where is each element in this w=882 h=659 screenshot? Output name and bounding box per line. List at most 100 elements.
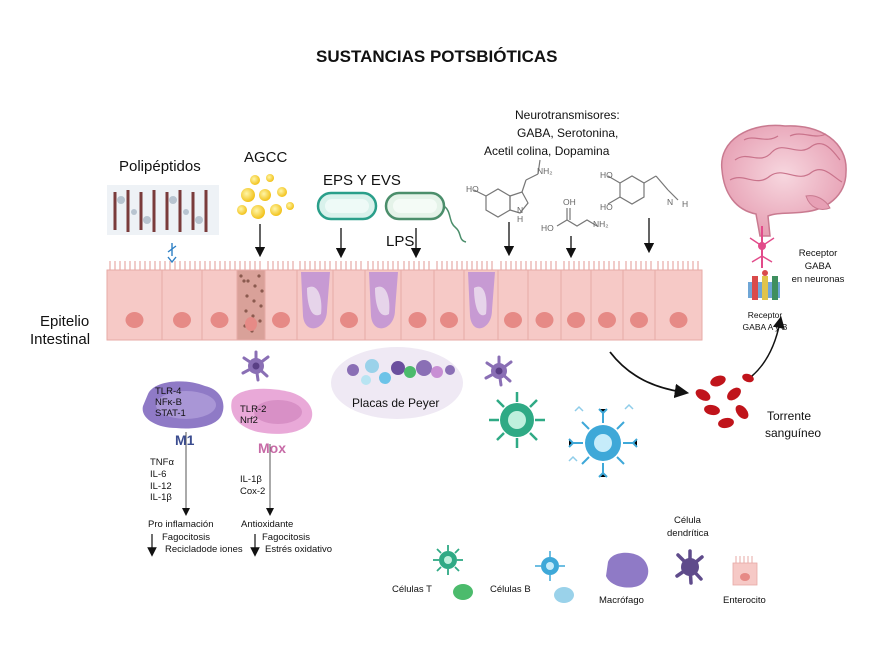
down-arrows (254, 218, 655, 259)
legend-macrophage-icon (606, 552, 649, 588)
label-intestinal: Intestinal (30, 331, 91, 348)
enterocyte-cell (433, 261, 465, 341)
enterocyte-cell (400, 261, 435, 341)
m1-cytokine-2: IL-6 (150, 469, 167, 480)
gaba-receptor-illustration (748, 270, 780, 300)
label-polipeptidos: Polipéptidos (119, 158, 201, 175)
label-agcc: AGCC (244, 149, 288, 166)
polypeptide-blocked-arrow (167, 243, 177, 264)
mox-name: Mox (258, 440, 286, 456)
label-eps-evs: EPS Y EVS (323, 172, 401, 189)
legend-dendritic-2: dendrítica (667, 528, 709, 539)
label-sanguineo: sanguíneo (765, 426, 822, 440)
label-neuro-1: Neurotransmisores: (515, 108, 620, 122)
bacteria-lps (384, 191, 467, 243)
m1-marker-2: NFκ-B (155, 397, 182, 408)
diagram-title: SUSTANCIAS POTSBIÓTICAS (316, 47, 558, 66)
legend-dendritic-1: Célula (674, 515, 701, 526)
legend-t-cell-icon (433, 545, 463, 575)
enterocyte-cell (654, 261, 703, 341)
label-receptor-ab-2: GABA A y B (742, 322, 788, 332)
legend-enterocyte-icon (732, 556, 758, 586)
epithelium-layer (106, 261, 703, 341)
enterocyte-cell (264, 261, 298, 341)
m1-marker-3: STAT-1 (155, 408, 186, 419)
label-receptor-ab-1: Receptor (747, 310, 783, 320)
goblet-cell (364, 261, 402, 341)
m1-effect-1: Pro inflamación (148, 519, 214, 530)
enterocyte-cell (622, 261, 656, 341)
bloodstream-arrow (609, 351, 690, 399)
t-cell-illustration (489, 392, 545, 448)
label-receptor-neuronas-3: en neuronas (791, 274, 845, 285)
label-lps: LPS (386, 233, 415, 250)
bacteria-eps (316, 191, 378, 221)
serotonin-h: H (517, 214, 524, 224)
gaba-nh2: NH₂ (593, 219, 609, 229)
label-neuro-3: Acetil colina, Dopamina (484, 144, 610, 158)
legend-t-cells: Células T (392, 584, 432, 595)
dopamine-n: N (667, 197, 674, 207)
serotonin-nh2: NH₂ (537, 166, 553, 176)
brain-arrow (751, 316, 785, 377)
legend-dendritic-icon (675, 549, 704, 585)
agcc-spheres (237, 174, 294, 219)
legend-b-cell-icon (535, 551, 565, 581)
m1-cytokine-1: TNFα (150, 457, 174, 468)
dopamine-h: H (682, 199, 689, 209)
b-cell-illustration (568, 403, 638, 478)
mox-marker-2: Nrf2 (240, 415, 258, 426)
mox-effect-3: Estrés oxidativo (265, 544, 333, 555)
m1-cytokine-3: IL-12 (150, 481, 172, 492)
mox-macrophage (231, 388, 313, 434)
m1-effect-2: Fagocitosis (162, 532, 211, 543)
red-blood-cells (695, 373, 754, 429)
enterocyte-cell (236, 261, 266, 341)
label-epitelio: Epitelio (40, 313, 90, 330)
label-peyer: Placas de Peyer (352, 396, 440, 410)
serotonin-ho: HO (466, 184, 479, 194)
goblet-cell (296, 261, 334, 341)
m1-macrophage (142, 381, 224, 429)
m1-marker-1: TLR-4 (155, 386, 182, 397)
polypeptide-illustration (107, 185, 219, 235)
label-neuro-2: GABA, Serotonina, (517, 126, 619, 140)
enterocyte-cell (560, 261, 592, 341)
enterocyte-cell (106, 261, 163, 341)
mox-cytokine-1: IL-1β (240, 474, 262, 485)
serotonin-n: N (517, 205, 524, 215)
enterocyte-cell (201, 261, 238, 341)
dendritic-cell-1 (241, 350, 270, 382)
gaba-ho: HO (541, 223, 554, 233)
legend-macrophage: Macrófago (599, 595, 644, 606)
gaba-structure (556, 208, 598, 227)
enterocyte-cell (161, 261, 203, 341)
dopamine-ho-1: HO (600, 170, 613, 180)
enterocyte-cell (590, 261, 624, 341)
dendritic-cell-2 (484, 355, 513, 387)
m1-cytokine-4: IL-1β (150, 492, 172, 503)
enterocyte-cell (527, 261, 562, 341)
enterocyte-cell (332, 261, 366, 341)
mox-effect-2: Fagocitosis (262, 532, 311, 543)
legend-b-cells: Células B (490, 584, 531, 595)
mox-cytokine-2: Cox-2 (240, 486, 266, 497)
brain-illustration (721, 124, 847, 268)
dopamine-ho-2: HO (600, 202, 613, 212)
label-receptor-neuronas-1: Receptor (798, 248, 838, 259)
enterocyte-cell (497, 261, 529, 341)
serotonin-structure (473, 159, 541, 218)
m1-name: M1 (175, 432, 195, 448)
legend-b-cell-round (554, 587, 574, 603)
mox-marker-1: TLR-2 (240, 404, 267, 415)
goblet-cell (463, 261, 499, 341)
gaba-o: OH (563, 197, 576, 207)
label-receptor-neuronas-2: GABA (804, 261, 832, 272)
dopamine-structure (607, 175, 679, 205)
mox-effect-1: Antioxidante (241, 519, 294, 530)
peyer-patches (331, 347, 463, 419)
m1-effect-3: Recicladode iones (165, 544, 243, 555)
label-torrente: Torrente (767, 409, 812, 423)
